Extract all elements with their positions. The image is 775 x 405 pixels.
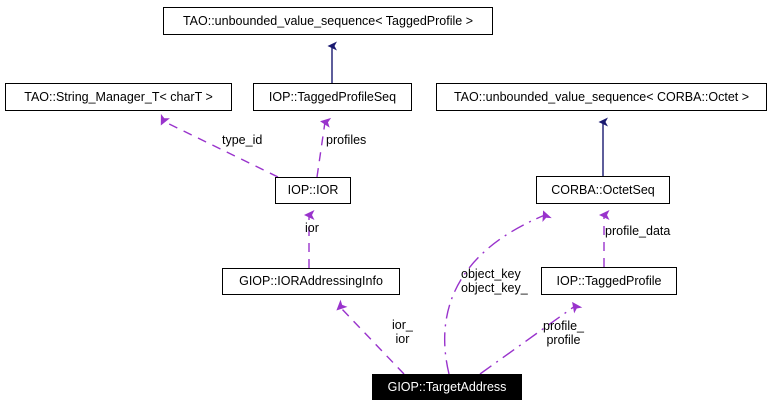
node-tao-string-manager-t[interactable]: TAO::String_Manager_T< charT > [5,83,232,111]
edge-label-type-id: type_id [222,133,263,147]
node-tao-unbounded-value-sequence-taggedprofile[interactable]: TAO::unbounded_value_sequence< TaggedPro… [163,7,493,35]
node-label: IOP::TaggedProfile [556,273,662,288]
edge-targetaddress-profile [479,301,583,375]
edge-label-profiles: profiles [326,133,367,147]
edge-label-ior: ior [305,221,319,235]
node-label: TAO::String_Manager_T< charT > [24,89,213,104]
node-label: IOP::IOR [287,183,339,198]
edge-label-profile-data: profile_data [605,224,671,238]
node-label: GIOP::IORAddressingInfo [239,274,383,289]
edge-label-object-key: object_key object_key_ [461,267,528,295]
node-giop-targetaddress[interactable]: GIOP::TargetAddress [372,374,522,400]
node-label: TAO::unbounded_value_sequence< CORBA::Oc… [453,89,750,104]
node-label: GIOP::TargetAddress [387,379,507,394]
node-tao-unbounded-value-sequence-corba-octet[interactable]: TAO::unbounded_value_sequence< CORBA::Oc… [436,83,767,111]
edge-ior-profiles [316,117,332,178]
node-iop-ior[interactable]: IOP::IOR [275,177,351,204]
edge-ior-typeid [160,113,279,178]
edge-label-profile: profile_ profile [543,319,584,347]
node-label: TAO::unbounded_value_sequence< TaggedPro… [182,13,474,28]
edge-targetaddress-objectkey [444,210,552,375]
edge-label-ior-underscore: ior_ ior [392,318,413,346]
node-iop-taggedprofile[interactable]: IOP::TaggedProfile [541,267,677,295]
node-label: IOP::TaggedProfileSeq [268,89,397,104]
node-corba-octetseq[interactable]: CORBA::OctetSeq [536,176,670,204]
node-giop-ioraddressinginfo[interactable]: GIOP::IORAddressingInfo [222,268,400,295]
node-iop-taggedprofileseq[interactable]: IOP::TaggedProfileSeq [253,83,412,111]
node-label: CORBA::OctetSeq [551,182,655,197]
